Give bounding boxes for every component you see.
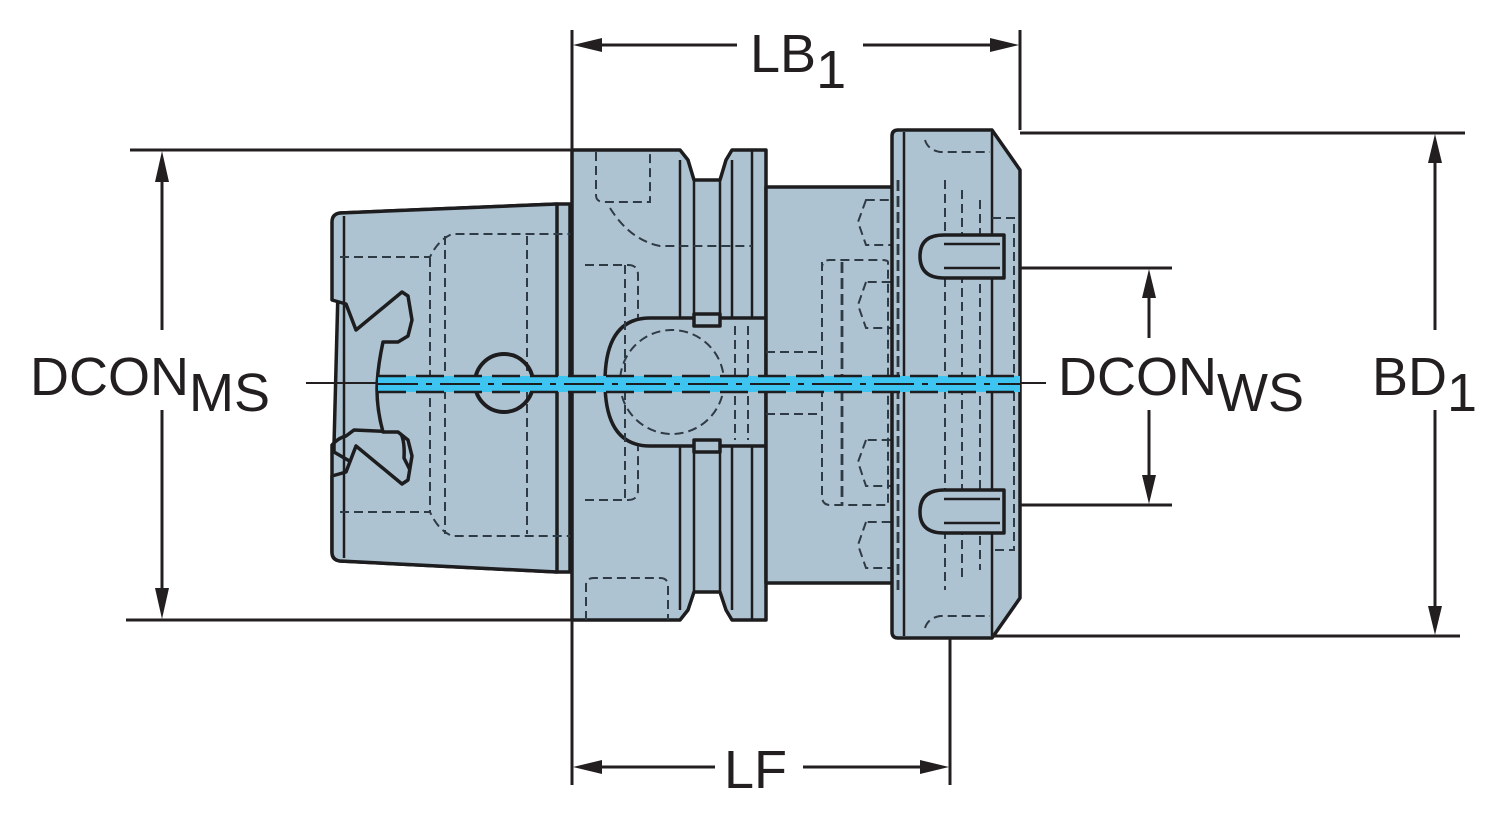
dcon-ws-label: DCONWS <box>1058 347 1304 423</box>
arrowhead-right <box>990 38 1019 52</box>
centerline <box>378 374 1020 394</box>
dcon-ms-label: DCONMS <box>30 347 270 423</box>
dimension-dcon-ms: DCONMS <box>30 148 572 622</box>
bd1-label: BD1 <box>1372 347 1477 423</box>
dimension-lb1: LB1 <box>570 24 1022 150</box>
lf-label: LF <box>724 740 787 800</box>
dimension-bd1: BD1 <box>992 131 1477 638</box>
lb1-label: LB1 <box>750 24 846 100</box>
dimension-dcon-ws: DCONWS <box>1020 266 1304 507</box>
arrowhead-left <box>573 38 602 52</box>
dimension-lf: LF <box>570 620 952 800</box>
